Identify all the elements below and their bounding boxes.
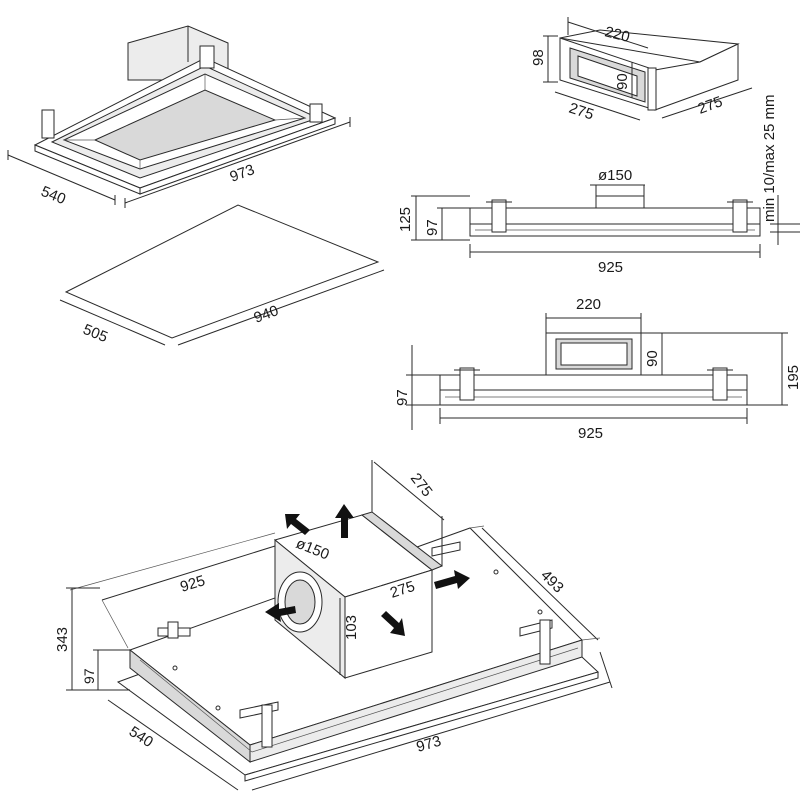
iso-box-height-label: 103 [343, 615, 360, 640]
airflow-arrow-up-left [285, 514, 310, 535]
duct-width-label: 220 [603, 23, 631, 46]
iso-box-depth-label: 275 [407, 470, 436, 500]
duct-box-view: 220 98 90 275 275 [530, 17, 753, 124]
iso-depth-label: 493 [537, 567, 567, 597]
cutout-width-label: 940 [252, 302, 281, 327]
side-bottom-length-label: 925 [578, 425, 603, 442]
duct-depth-right-label: 275 [696, 93, 725, 118]
duct-height-label: 98 [530, 49, 547, 66]
cutout-view: 505 940 [59, 204, 385, 346]
cutout-depth-label: 505 [81, 321, 111, 346]
side-top-duct-diameter-label: ø150 [598, 167, 632, 184]
airflow-arrow-right [434, 570, 470, 589]
side-top-ceiling-note: min 10/max 25 mm [761, 94, 778, 222]
iso-view: ø150 103 275 275 925 493 343 [54, 460, 613, 791]
iso-frame-depth-label: 540 [126, 723, 156, 751]
side-top-length-label: 925 [598, 259, 623, 276]
hood-top-depth-label: 540 [39, 183, 69, 208]
side-bottom-total-height-label: 195 [785, 365, 800, 390]
airflow-arrow-down-right [381, 611, 405, 636]
hood-top-view: 540 973 [7, 25, 351, 208]
side-bottom-body-height-label: 97 [394, 389, 411, 406]
side-bottom-duct-width-label: 220 [576, 296, 601, 313]
side-top-body-height-label: 97 [424, 219, 441, 236]
iso-body-height-label: 97 [81, 668, 97, 684]
iso-frame-width-label: 973 [414, 733, 443, 756]
side-view-bottom: 220 90 97 195 925 [394, 296, 800, 442]
side-top-total-height-label: 125 [397, 207, 414, 232]
duct-depth-left-label: 275 [567, 100, 596, 124]
iso-total-height-label: 343 [54, 627, 71, 652]
iso-length-label: 925 [178, 572, 207, 596]
iso-box-side-label: 275 [388, 578, 417, 602]
side-view-top: ø150 125 97 925 min 10/max 25 mm [397, 94, 800, 276]
airflow-arrow-up [335, 504, 354, 538]
duct-inner-height-label: 90 [614, 73, 631, 90]
airflow-arrow-left [265, 603, 296, 622]
side-bottom-duct-height-label: 90 [644, 350, 661, 367]
